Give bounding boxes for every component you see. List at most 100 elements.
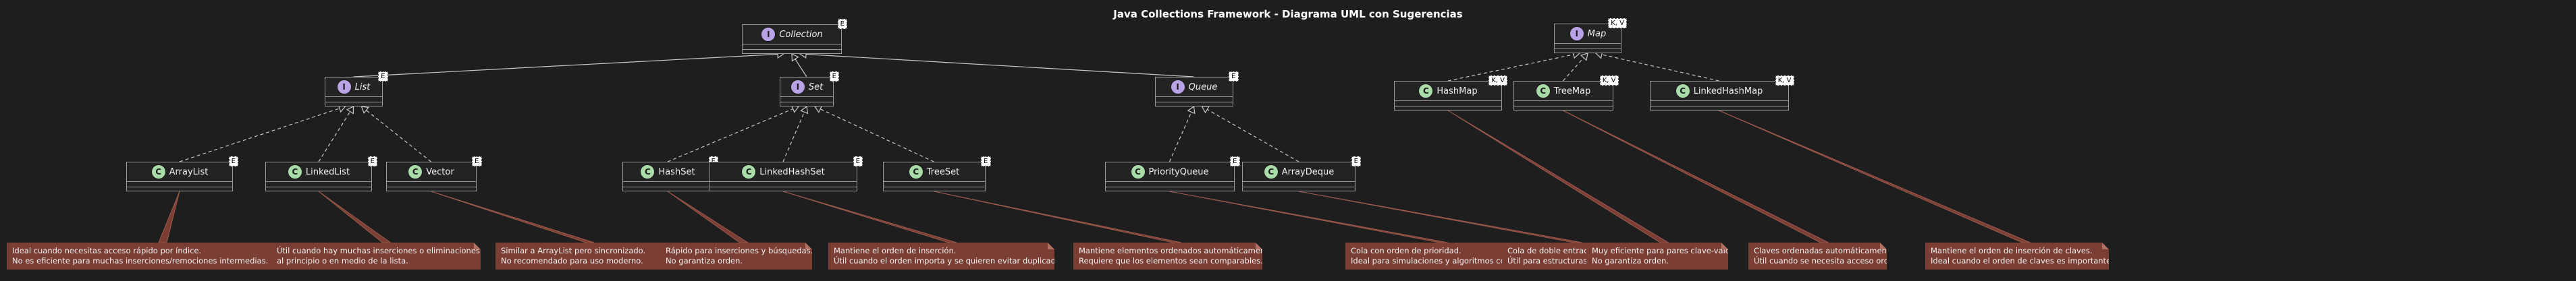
note-line: Útil cuando se necesita acceso ordenado. (1754, 256, 1916, 266)
inheritance-arrowhead (1580, 53, 1588, 61)
note-fold-corner (805, 243, 812, 249)
class-icon: C (1263, 164, 1279, 179)
class-icon: C (1675, 84, 1690, 98)
note-treeset: Mantiene elementos ordenados automáticam… (1073, 243, 1262, 270)
class-hashset: CHashSetE (622, 156, 718, 191)
note-line: No garantiza orden. (666, 256, 743, 266)
inheritance-arrowhead (1187, 105, 1196, 115)
inheritance-edge-arraydeque (1207, 108, 1299, 162)
inheritance-edge-priorityqueue (1169, 111, 1192, 162)
node-name: Map (1587, 28, 1607, 39)
note-line: al principio o en medio de la lista. (277, 256, 408, 266)
node-name: ArrayList (169, 166, 209, 177)
node-name: Collection (779, 29, 823, 40)
type-parameter: K, V (1608, 18, 1627, 28)
note-fold-corner (474, 243, 481, 249)
type-parameter: E (378, 71, 388, 82)
class-icon: C (1418, 84, 1434, 98)
note-fold-corner (2102, 243, 2109, 249)
note-line: Mantiene el orden de inserción de claves… (1931, 246, 2093, 255)
node-name: HashSet (658, 166, 695, 177)
inheritance-edge-linkedhashmap (1601, 54, 1719, 82)
node-name: PriorityQueue (1148, 166, 1209, 177)
inheritance-edge-treeset (820, 108, 934, 162)
note-arraylist: Ideal cuando necesitas acceso rápido por… (7, 243, 290, 270)
type-parameter: E (1229, 71, 1239, 82)
note-hashmap: Muy eficiente para pares clave-valor.No … (1586, 243, 1728, 270)
class-icon: C (1535, 84, 1551, 98)
note-connector-hashset (667, 191, 749, 243)
note-connector-arraydeque (1298, 191, 1582, 243)
note-fold-corner (1880, 243, 1887, 249)
inheritance-edge-linkedlist (318, 111, 351, 162)
inheritance-arrowhead (791, 53, 799, 62)
interface-icon: I (1569, 26, 1584, 41)
type-parameter: E (837, 19, 847, 29)
interface-icon: I (1170, 80, 1185, 94)
inheritance-edge-set (795, 59, 807, 77)
note-connector-treeset (934, 191, 1182, 243)
note-linkedhashmap: Mantiene el orden de inserción de claves… (1925, 243, 2109, 270)
member-separator (743, 49, 841, 50)
note-priorityqueue: Cola con orden de prioridad.Ideal para s… (1345, 243, 1524, 270)
node-name: Queue (1188, 82, 1218, 92)
inheritance-edge-hashmap (1447, 54, 1574, 82)
note-hashset: Rápido para inserciones y búsquedas.No g… (660, 243, 812, 270)
note-line: No garantiza orden. (1592, 256, 1669, 266)
note-treemap: Claves ordenadas automáticamente.Útil cu… (1748, 243, 1887, 270)
note-line: Rápido para inserciones y búsquedas. (666, 246, 813, 255)
node-name: ArrayDeque (1281, 166, 1335, 177)
note-fold-corner (1256, 243, 1262, 249)
note-connector-linkedhashmap (1719, 110, 2031, 243)
note-line: Mantiene el orden de inserción. (834, 246, 957, 255)
note-linkedhashset: Mantiene el orden de inserción.Útil cuan… (828, 243, 1054, 270)
type-parameter: K, V (1599, 75, 1619, 86)
note-line: No es eficiente para muchas inserciones/… (12, 256, 269, 266)
node-name: List (354, 82, 371, 92)
type-parameter: E (228, 156, 238, 166)
type-parameter: E (981, 156, 991, 166)
class-icon: C (741, 164, 757, 179)
note-line: Similar a ArrayList pero sincronizado. (501, 246, 646, 255)
inheritance-edge-hashset (667, 108, 793, 162)
type-parameter: E (853, 156, 863, 166)
type-parameter: E (1230, 156, 1240, 166)
inheritance-arrowhead (790, 104, 800, 113)
class-icon: C (908, 164, 923, 179)
diagram-title: Java Collections Framework - Diagrama UM… (1113, 8, 1463, 20)
inheritance-edge-treemap (1563, 57, 1584, 82)
interface-icon: I (790, 80, 805, 94)
type-parameter: E (472, 156, 482, 166)
inheritance-edge-list (353, 53, 778, 77)
note-connector-priorityqueue (1169, 191, 1448, 243)
type-parameter: E (1351, 156, 1361, 166)
inheritance-edge-arraylist (179, 108, 340, 162)
inheritance-edge-linkedhashset (782, 112, 805, 162)
note-line: No recomendado para uso moderno. (501, 256, 643, 266)
note-connector-treemap (1563, 110, 1829, 243)
node-name: LinkedHashSet (759, 166, 825, 177)
node-name: Vector (426, 166, 454, 177)
